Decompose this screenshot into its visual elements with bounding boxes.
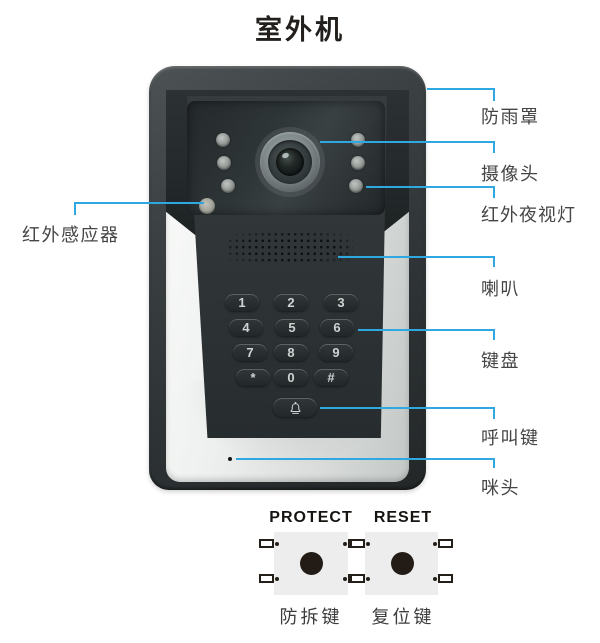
- part-label-speaker: 喇叭: [481, 279, 520, 299]
- camera-lens-core: [276, 148, 304, 176]
- callout-line-camera: [320, 141, 495, 143]
- switch-pin-icon: [432, 539, 453, 548]
- switch-button-icon: [300, 552, 323, 575]
- switch-pin-icon: [350, 539, 371, 548]
- key-hash: #: [314, 369, 348, 386]
- callout-line-speaker: [338, 256, 495, 258]
- switch-pin-icon: [259, 539, 280, 548]
- bell-icon: [290, 401, 300, 414]
- callout-line-ir-sensor: [74, 202, 204, 204]
- callout-line-keypad: [493, 329, 495, 340]
- callout-line-rain-hood: [427, 88, 495, 90]
- callout-line-speaker: [493, 256, 495, 267]
- page-title: 室外机: [255, 15, 345, 45]
- switch-pin-icon: [259, 574, 280, 583]
- key-1: 1: [225, 294, 259, 311]
- key-9: 9: [319, 344, 353, 361]
- key-8: 8: [274, 344, 308, 361]
- ir-led-icon: [217, 156, 231, 170]
- key-7: 7: [233, 344, 267, 361]
- switch-diagram-protect: [259, 532, 363, 595]
- callout-line-camera: [493, 141, 495, 153]
- speaker-grille: [227, 231, 353, 265]
- key-0: 0: [274, 369, 308, 386]
- callout-line-mic: [236, 458, 495, 460]
- callout-line-call-button: [320, 407, 495, 409]
- key-2: 2: [274, 294, 308, 311]
- part-label-keypad: 键盘: [481, 351, 520, 371]
- light-sensor-icon: [199, 198, 215, 214]
- ir-led-icon: [216, 133, 230, 147]
- key-5: 5: [275, 319, 309, 336]
- part-label-ir-light: 红外夜视灯: [481, 205, 576, 225]
- callout-line-ir-light: [366, 186, 495, 188]
- switch-title-protect: PROTECT: [269, 509, 353, 526]
- call-button: [273, 398, 317, 417]
- callout-line-ir-sensor: [74, 202, 76, 215]
- switch-label-protect: 防拆键: [279, 607, 343, 627]
- switch-label-reset: 复位键: [371, 607, 435, 627]
- callout-line-rain-hood: [493, 88, 495, 101]
- switch-title-reset: RESET: [373, 509, 433, 526]
- callout-line-call-button: [493, 407, 495, 419]
- mic-hole: [228, 457, 232, 461]
- part-label-rain-hood: 防雨罩: [481, 107, 540, 127]
- part-label-mic: 咪头: [481, 478, 520, 498]
- ir-led-icon: [349, 179, 363, 193]
- callout-line-keypad: [358, 329, 495, 331]
- key-4: 4: [229, 319, 263, 336]
- key-3: 3: [324, 294, 358, 311]
- switch-pin-icon: [350, 574, 371, 583]
- part-label-ir-sensor: 红外感应器: [22, 225, 120, 245]
- part-label-call-button: 呼叫键: [481, 428, 540, 448]
- callout-line-mic: [493, 458, 495, 468]
- key-6: 6: [320, 319, 354, 336]
- switch-diagram-reset: [350, 532, 453, 595]
- ir-led-icon: [351, 156, 365, 170]
- ir-led-icon: [351, 133, 365, 147]
- callout-line-ir-light: [493, 186, 495, 198]
- key-star: *: [236, 369, 270, 386]
- switch-pin-icon: [432, 574, 453, 583]
- part-label-camera: 摄像头: [481, 164, 540, 184]
- switch-button-icon: [391, 552, 414, 575]
- ir-led-icon: [221, 179, 235, 193]
